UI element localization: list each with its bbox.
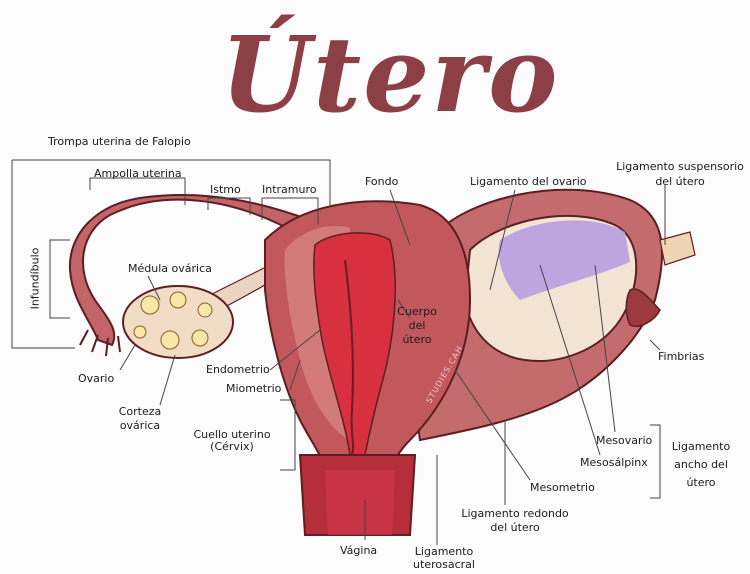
left-fallopian-tube — [68, 194, 317, 347]
label-vagina: Vágina — [340, 544, 378, 557]
label-cuerpo-3: útero — [402, 333, 432, 346]
label-mesosalpinx: Mesosálpinx — [580, 456, 648, 469]
label-medula: Médula ovárica — [128, 262, 212, 275]
fimbriae-right — [625, 288, 661, 327]
label-istmo: Istmo — [210, 183, 241, 196]
label-cuello-1: Cuello uterino — [193, 428, 271, 441]
label-lig-ancho-3: útero — [686, 476, 716, 489]
label-lig-redondo-1: Ligamento redondo — [461, 507, 569, 520]
label-lig-utero-1: Ligamento — [414, 545, 474, 558]
label-lig-ancho-2: ancho del — [674, 458, 728, 471]
label-lig-susp-1: Ligamento suspensorio — [616, 160, 744, 173]
label-lig-redondo-2: del útero — [490, 521, 540, 534]
label-intramuro: Intramuro — [262, 183, 317, 196]
label-lig-ovario: Ligamento del ovario — [470, 175, 587, 188]
label-ovario: Ovario — [78, 372, 115, 385]
label-cuerpo-1: Cuerpo — [397, 305, 437, 318]
suspensory-ligament — [659, 231, 696, 266]
label-lig-susp-2: del útero — [655, 175, 705, 188]
label-mesometrio: Mesometrio — [530, 481, 595, 494]
label-corteza-1: Corteza — [118, 405, 162, 418]
label-guides — [11, 159, 666, 545]
endometrium — [313, 232, 396, 456]
label-corteza-2: ovárica — [119, 419, 161, 432]
label-cuerpo-2: del — [408, 319, 426, 332]
left-fimbriae — [79, 329, 121, 357]
label-miometrio: Miometrio — [226, 382, 282, 395]
label-lig-utero-2: uterosacral — [413, 558, 475, 571]
label-fondo: Fondo — [365, 175, 399, 188]
uterine-cavity — [344, 259, 354, 456]
label-fimbrias: Fimbrias — [658, 350, 705, 363]
right-ovary-purple — [498, 220, 630, 300]
label-mesovario: Mesovario — [596, 434, 653, 447]
label-endometrio: Endometrio — [206, 363, 270, 376]
label-lig-ancho-1: Ligamento — [671, 440, 731, 453]
label-infundibulo: Infundíbulo — [28, 247, 42, 310]
label-cuello-2: (Cérvix) — [210, 440, 254, 453]
label-ampolla: Ampolla uterina — [94, 167, 182, 180]
page-title: Útero — [220, 13, 560, 136]
label-trompa: Trompa uterina de Falopio — [48, 135, 191, 148]
